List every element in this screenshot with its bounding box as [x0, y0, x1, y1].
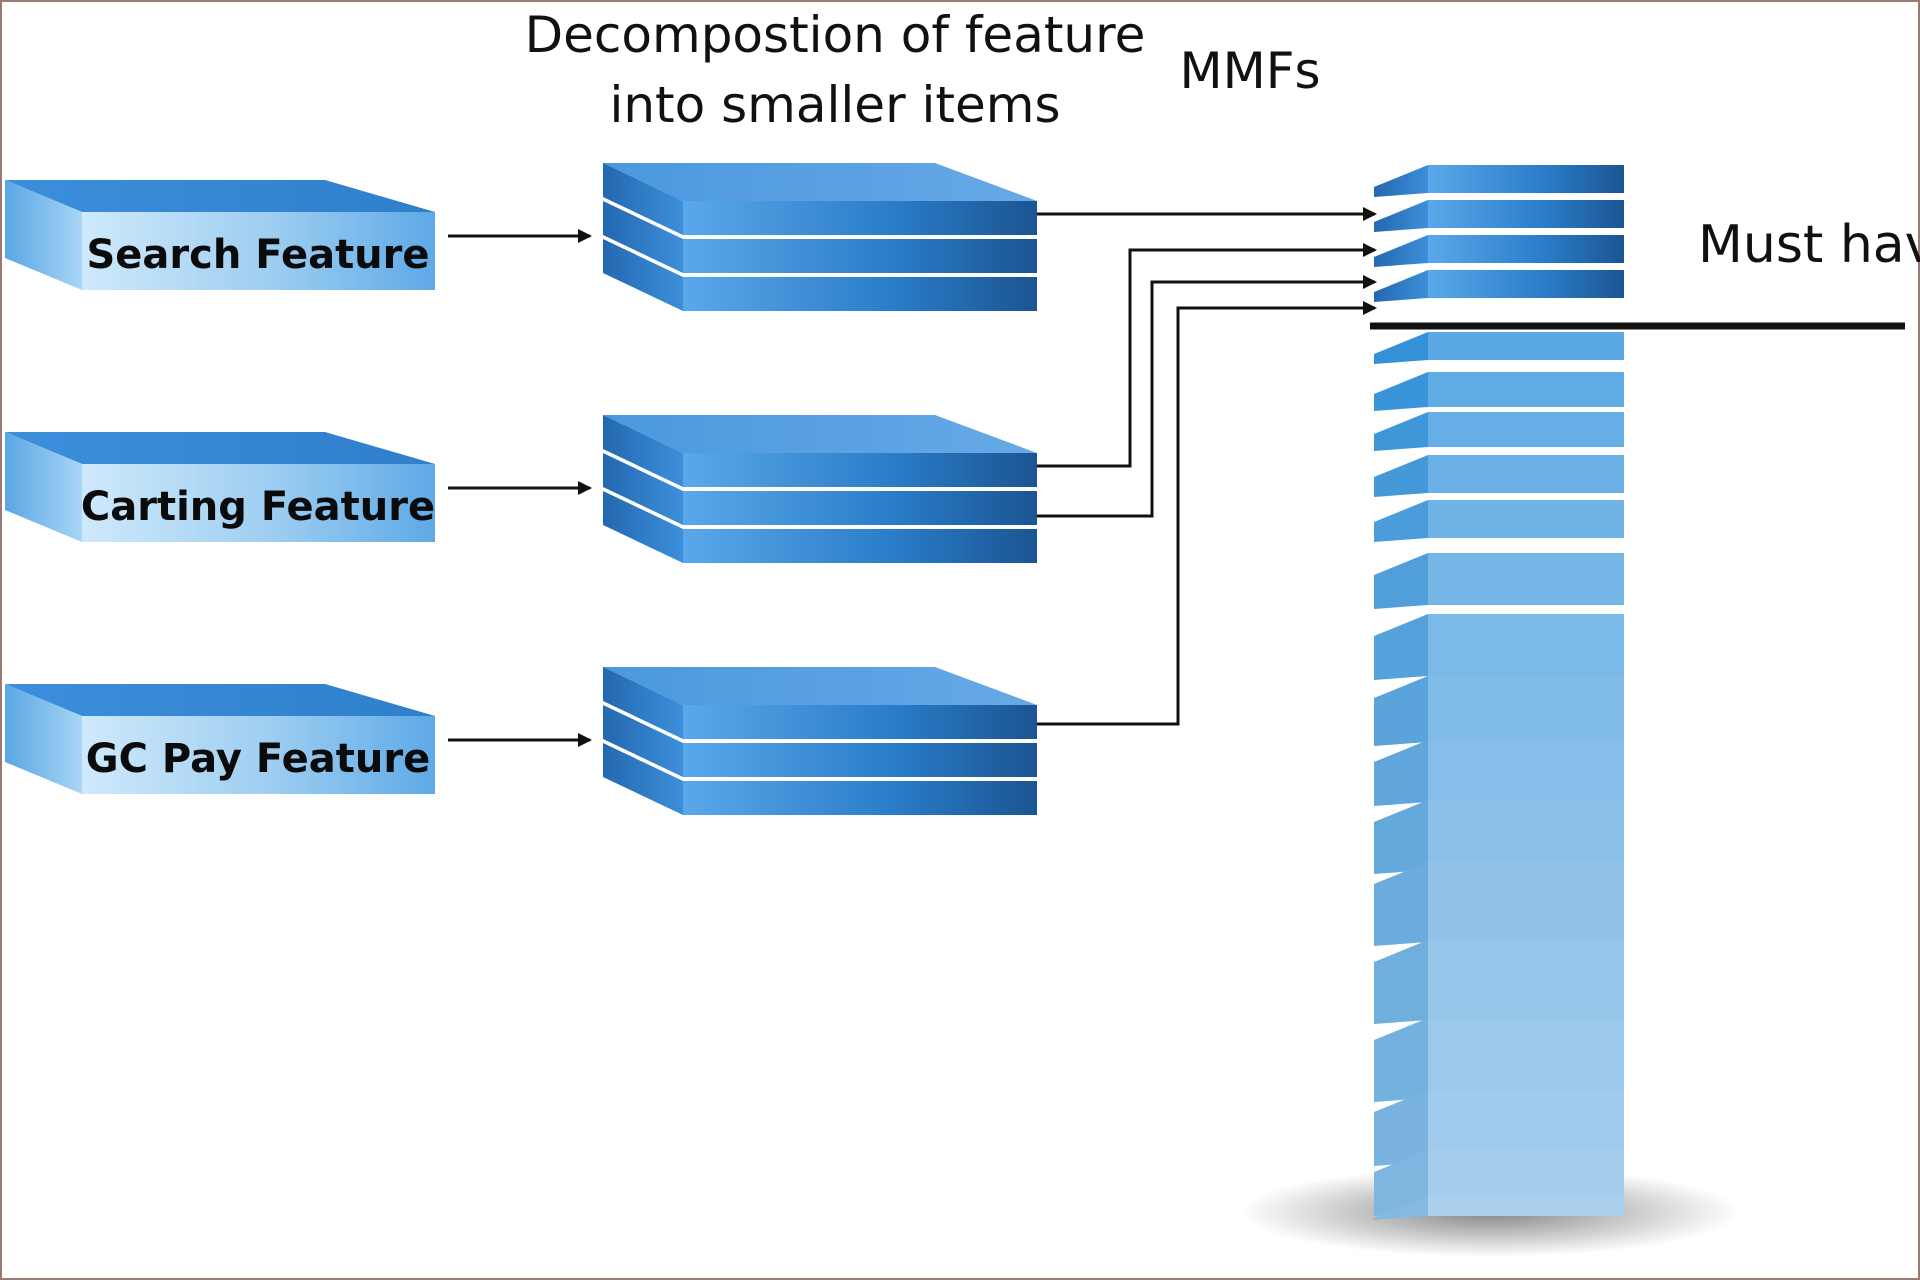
- stack-item: [683, 529, 1037, 563]
- feature-label: Carting Feature: [81, 484, 435, 530]
- stack-item-side: [603, 239, 683, 311]
- must-have-item: [1374, 165, 1624, 197]
- must-have-label: Must have: [1698, 215, 1920, 275]
- must-have-item: [1374, 200, 1624, 232]
- backlog-item: [1374, 862, 1624, 946]
- stack-item: [683, 491, 1037, 525]
- decomposed-stack-2: [603, 415, 1037, 563]
- backlog-item: [1374, 940, 1624, 1024]
- must-have-item: [1374, 235, 1624, 267]
- stack-item-side: [603, 705, 683, 777]
- stack-item-side: [603, 667, 683, 739]
- stack-item-side: [603, 415, 683, 487]
- decomposition-title-line2: into smaller items: [609, 76, 1060, 134]
- stack-item: [683, 453, 1037, 487]
- backlog-item: [1374, 740, 1624, 806]
- backlog-item: [1374, 1196, 1624, 1220]
- stack-item: [683, 201, 1037, 235]
- stack-item: [683, 781, 1037, 815]
- feature-box-3: GC Pay Feature: [5, 684, 592, 794]
- decomposed-stacks: [603, 163, 1037, 815]
- mmf-backlog-tower: [1374, 165, 1624, 1220]
- feature-box-1: Search Feature: [5, 180, 592, 290]
- feature-label: GC Pay Feature: [86, 736, 430, 782]
- decomposed-stack-1: [603, 163, 1037, 311]
- stack-item: [683, 705, 1037, 739]
- backlog-item: [1374, 500, 1624, 542]
- stack-item-side: [603, 491, 683, 563]
- must-have-item: [1374, 270, 1624, 302]
- stack-item-side: [603, 163, 683, 235]
- backlog-item: [1374, 553, 1624, 609]
- feature-box-2: Carting Feature: [5, 432, 592, 542]
- backlog-item: [1374, 412, 1624, 451]
- backlog-item: [1374, 332, 1624, 364]
- stack-item-side: [603, 201, 683, 273]
- backlog-item: [1374, 372, 1624, 411]
- connector-arrow-3: [1037, 275, 1377, 518]
- backlog-item: [1374, 800, 1624, 874]
- stack-item: [683, 277, 1037, 311]
- stack-item: [683, 239, 1037, 273]
- decomposition-title-line1: Decompostion of feature: [525, 6, 1146, 64]
- backlog-item: [1374, 455, 1624, 497]
- feature-label: Search Feature: [86, 232, 429, 278]
- mmfs-title: MMFs: [1179, 42, 1320, 100]
- connector-arrow-4: [1037, 301, 1377, 726]
- backlog-item: [1374, 676, 1624, 746]
- decomposed-stack-3: [603, 667, 1037, 815]
- connectors: [1037, 207, 1377, 726]
- stack-item-side: [603, 453, 683, 525]
- stack-item: [683, 743, 1037, 777]
- backlog-item: [1374, 614, 1624, 680]
- stack-item-side: [603, 743, 683, 815]
- backlog-item: [1374, 1018, 1624, 1102]
- connector-arrow-2: [1037, 243, 1377, 468]
